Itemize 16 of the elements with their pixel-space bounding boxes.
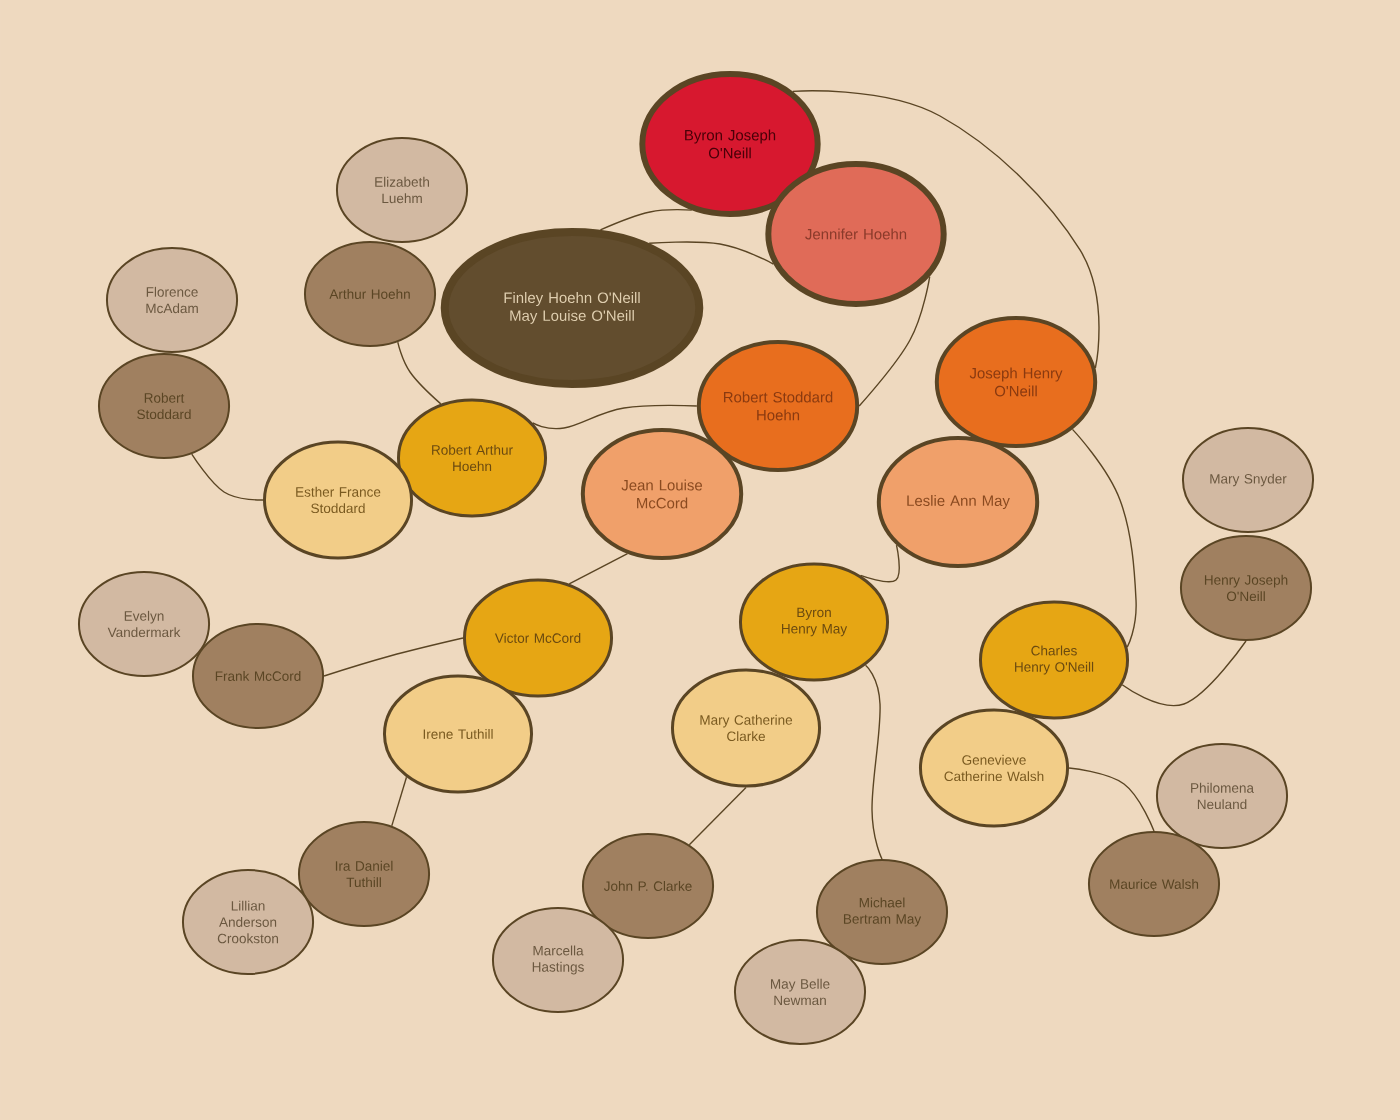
connector-line bbox=[859, 544, 900, 583]
connector-line bbox=[1071, 428, 1137, 648]
connector-line bbox=[688, 786, 747, 846]
connector-line bbox=[599, 208, 693, 231]
connector-line bbox=[648, 241, 775, 265]
connector-line bbox=[568, 553, 629, 585]
connector-line bbox=[323, 637, 464, 677]
connector-line bbox=[858, 275, 931, 407]
connector-line bbox=[397, 341, 442, 405]
connector-line bbox=[391, 776, 408, 827]
connector-line bbox=[191, 453, 264, 501]
connector-line bbox=[864, 664, 883, 860]
connector-line bbox=[531, 404, 698, 430]
connector-line bbox=[1068, 767, 1155, 832]
connector-line bbox=[792, 90, 1100, 369]
connector-line bbox=[1121, 640, 1247, 707]
